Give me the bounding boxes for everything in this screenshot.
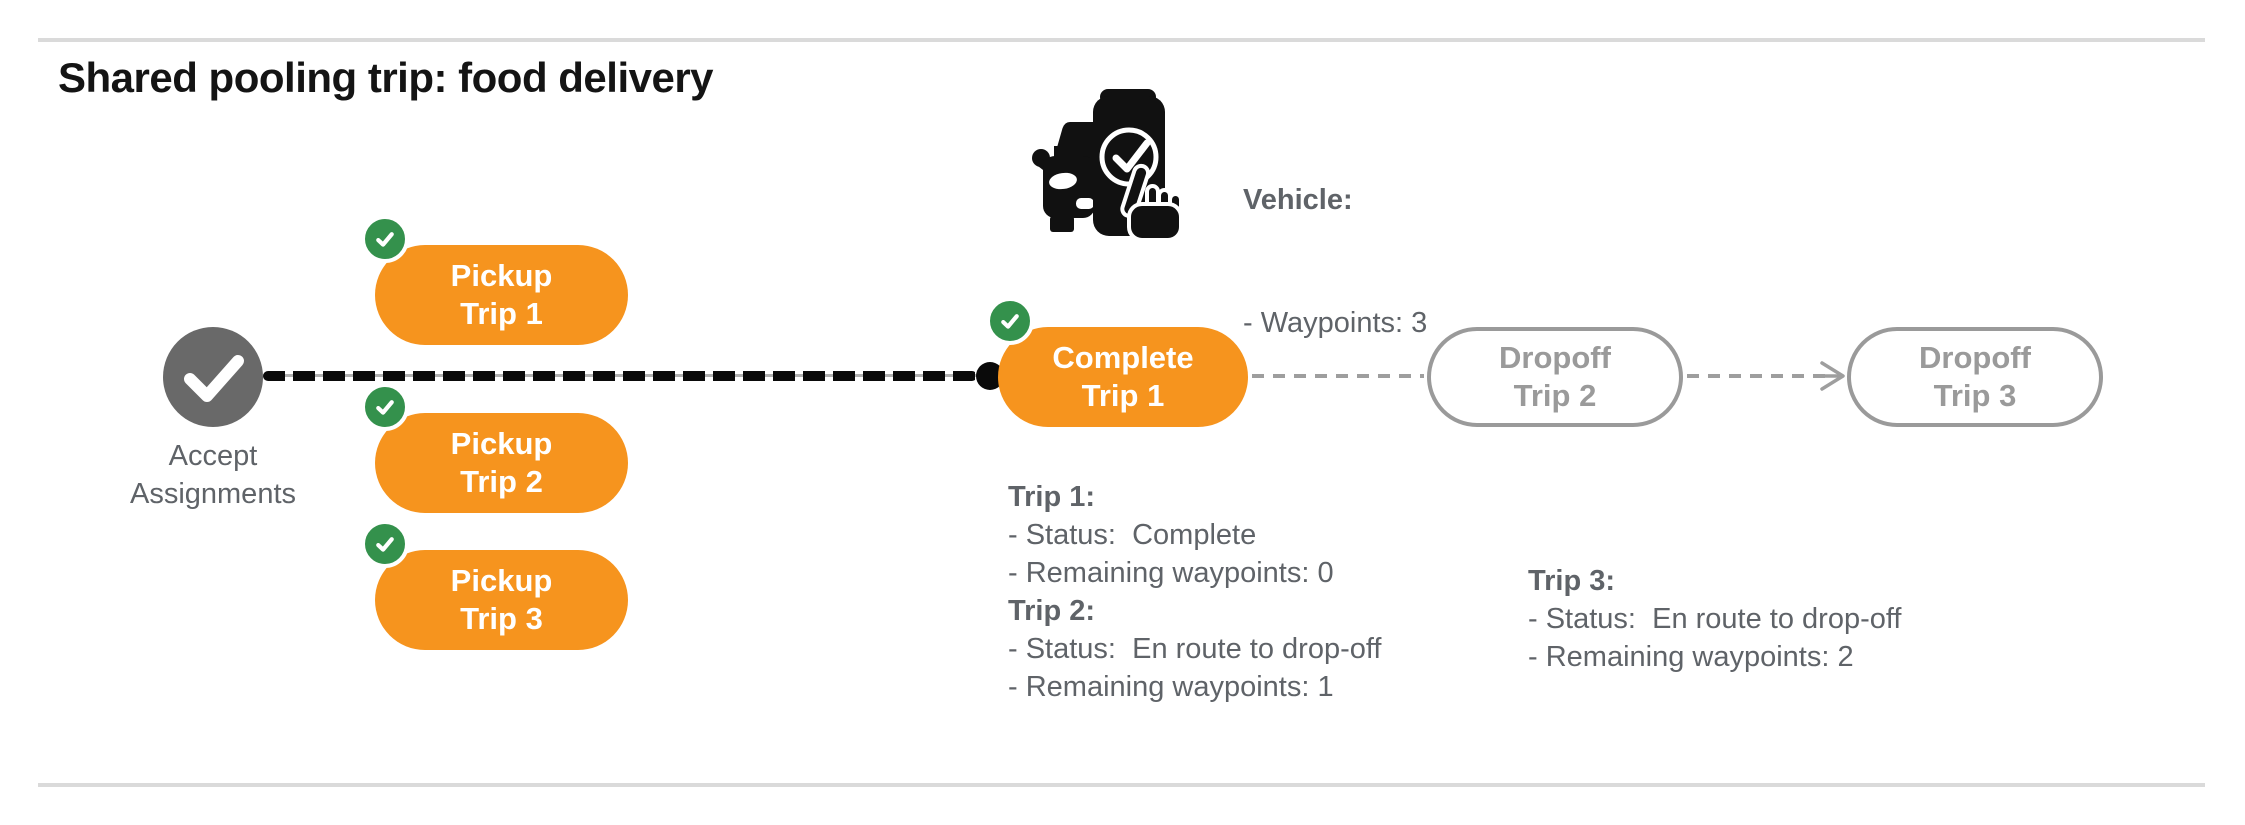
accept-label-line2: Assignments xyxy=(129,478,296,510)
trip-2-status: - Status: En route to drop-off xyxy=(1008,633,1382,665)
accept-assignments-node xyxy=(163,327,263,427)
check-badge-icon xyxy=(361,520,409,568)
trip-1-waypoints: - Remaining waypoints: 0 xyxy=(1008,557,1334,589)
car-phone-check-icon xyxy=(1030,84,1195,246)
trip-3-status: - Status: En route to drop-off xyxy=(1528,603,1902,635)
dropoff-3-line2: Trip 3 xyxy=(1933,378,2017,413)
black-dashed-line xyxy=(263,371,977,381)
check-badge-icon xyxy=(361,383,409,431)
dashed-connector-to-dropoff-2 xyxy=(1252,374,1424,378)
pickup-3-line1: Pickup xyxy=(450,563,553,598)
complete-line1: Complete xyxy=(1052,340,1194,375)
complete-line2: Trip 1 xyxy=(1081,378,1165,413)
accept-assignments-label: Accept Assignments xyxy=(88,437,338,513)
dropoff-3-line1: Dropoff xyxy=(1919,340,2031,375)
vehicle-waypoints: - Waypoints: 3 xyxy=(1243,307,1428,339)
trip-2-heading: Trip 2: xyxy=(1008,595,1096,627)
pickup-2-line2: Trip 2 xyxy=(460,464,543,499)
top-divider xyxy=(38,38,2205,42)
pickup-trip-3-node: Pickup Trip 3 xyxy=(375,550,628,650)
pickup-trip-2-node: Pickup Trip 2 xyxy=(375,413,628,513)
page-title: Shared pooling trip: food delivery xyxy=(58,54,714,101)
bottom-divider xyxy=(38,783,2205,787)
pickup-3-line2: Trip 3 xyxy=(460,601,543,636)
dropoff-trip-3-node: Dropoff Trip 3 xyxy=(1847,327,2103,427)
trip-1-status: - Status: Complete xyxy=(1008,519,1257,551)
pickup-2-line1: Pickup xyxy=(450,426,553,461)
check-badge-icon xyxy=(361,215,409,263)
main-route-connector xyxy=(263,371,977,381)
trip-3-heading: Trip 3: xyxy=(1528,565,1616,597)
arrow-right-icon xyxy=(1814,358,1848,394)
dashed-connector-to-dropoff-3 xyxy=(1687,374,1829,378)
pickup-trip-1-node: Pickup Trip 1 xyxy=(375,245,628,345)
trip-3-waypoints: - Remaining waypoints: 2 xyxy=(1528,641,1854,673)
vehicle-info: Vehicle: - Waypoints: 3 xyxy=(1243,98,1427,426)
pickup-1-line1: Pickup xyxy=(450,258,553,293)
check-badge-icon xyxy=(986,297,1034,345)
pickup-1-line2: Trip 1 xyxy=(460,296,543,331)
accept-label-line1: Accept xyxy=(168,440,258,472)
trip-details-right: Trip 3: - Status: En route to drop-off -… xyxy=(1528,562,1901,676)
dropoff-2-line2: Trip 2 xyxy=(1513,378,1597,413)
trip-2-waypoints: - Remaining waypoints: 1 xyxy=(1008,671,1334,703)
white-checkmark-icon xyxy=(184,355,244,402)
trip-1-heading: Trip 1: xyxy=(1008,481,1096,513)
dropoff-trip-2-node: Dropoff Trip 2 xyxy=(1427,327,1683,427)
vehicle-label: Vehicle: xyxy=(1243,184,1353,216)
trip-details-left: Trip 1: - Status: Complete - Remaining w… xyxy=(1008,478,1381,706)
complete-trip-1-node: Complete Trip 1 xyxy=(998,327,1248,427)
dropoff-2-line1: Dropoff xyxy=(1499,340,1611,375)
